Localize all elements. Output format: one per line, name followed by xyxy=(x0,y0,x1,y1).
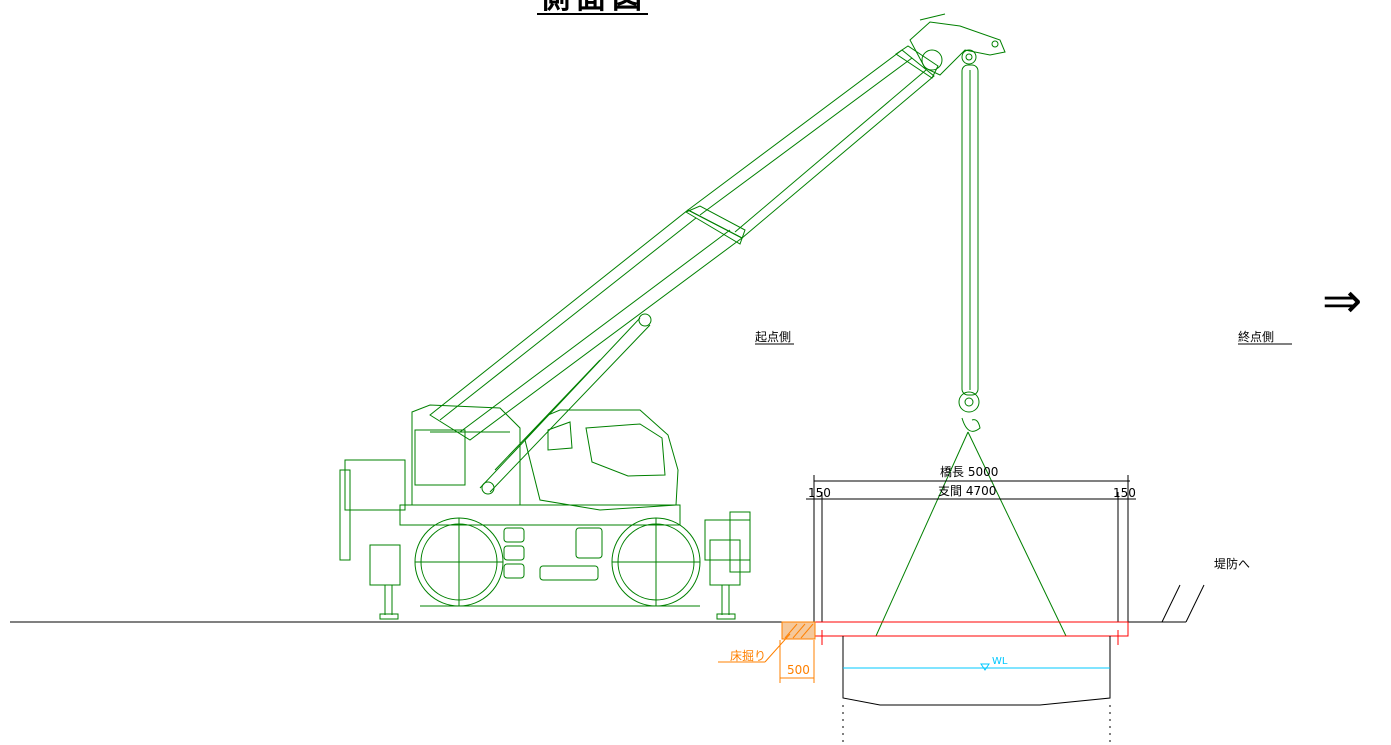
excavation-width-label: 500 xyxy=(787,663,810,677)
superstructure xyxy=(411,404,521,506)
hook-icon xyxy=(961,417,981,432)
bridge-length-label: 橋長 5000 xyxy=(940,465,998,479)
floor-excavation xyxy=(718,621,816,683)
dimension-lines xyxy=(806,475,1136,622)
boom-line-d xyxy=(734,69,927,233)
boom-collar-1 xyxy=(684,205,746,245)
operator-cab xyxy=(524,409,679,511)
boom-collar-2 xyxy=(895,45,939,79)
boom-tip-sheave xyxy=(909,21,1006,76)
engine-housing-left xyxy=(344,459,406,511)
hook-pendant xyxy=(961,64,979,396)
span-label: 支間 4700 xyxy=(938,484,996,498)
boom-line-a xyxy=(439,217,697,421)
bridge-deck xyxy=(814,621,1129,645)
channel xyxy=(842,636,1111,745)
levee-slope-1 xyxy=(1161,584,1181,623)
drawing-title: 側面図 xyxy=(539,0,648,16)
cab-window xyxy=(585,423,666,477)
derrick-cylinder-a xyxy=(479,317,641,489)
sling-right xyxy=(967,431,1067,637)
carrier-frame xyxy=(399,504,681,526)
rough-terrain-crane xyxy=(339,13,1067,637)
boom-tip-pin xyxy=(961,49,977,65)
start-side-label: 起点側 xyxy=(755,330,791,344)
water-level-marker-icon xyxy=(980,663,990,671)
end-side-label: 終点側 xyxy=(1238,329,1274,344)
water-level-label: WL xyxy=(992,656,1008,667)
derrick-cylinder-b xyxy=(489,324,651,493)
outrigger-left xyxy=(369,544,401,586)
to-levee-label: 堤防へ xyxy=(1214,556,1250,571)
boom-line-b xyxy=(459,229,731,433)
boom-mid-section xyxy=(687,49,935,239)
edge-right-label: 150 xyxy=(1113,486,1136,500)
hook-block xyxy=(958,391,980,413)
boom-line-c xyxy=(699,57,913,216)
outrigger-right xyxy=(709,539,741,586)
edge-left-label: 150 xyxy=(808,486,831,500)
boom-base-section xyxy=(429,209,743,441)
floor-excavation-label: 床掘り xyxy=(730,648,766,663)
direction-arrow-icon: ⇒ xyxy=(1322,273,1362,329)
sling-left xyxy=(875,431,969,637)
levee-slope-2 xyxy=(1185,584,1205,623)
